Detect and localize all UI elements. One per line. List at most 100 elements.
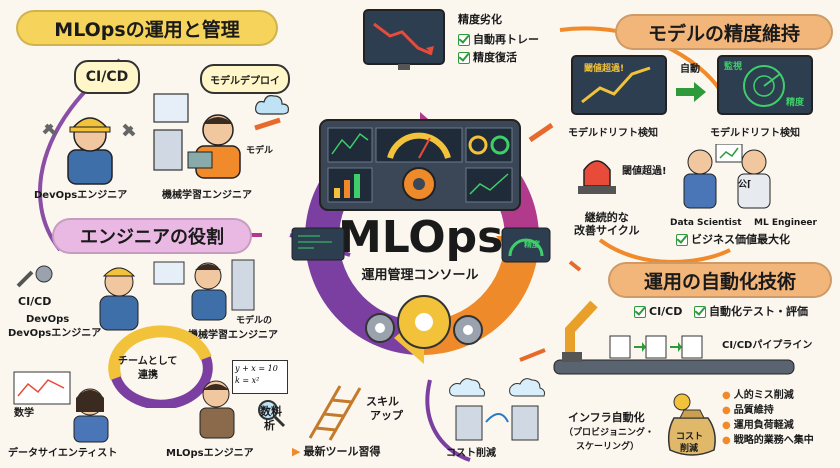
- bullet-icon: ●: [722, 390, 731, 401]
- label-devops-engineer: DevOpsエンジニア: [34, 190, 128, 201]
- ml-engineer-figure-2: [153, 259, 255, 321]
- benefit-item: ●運用負荷軽減: [722, 418, 814, 433]
- benefit-text: 戦略的業務へ集中: [733, 435, 814, 446]
- infra-1: インフラ自動化: [568, 411, 645, 424]
- center-subtitle: 運用管理コンソール: [361, 268, 479, 283]
- magnifier-icon: [258, 400, 286, 428]
- bullet-icon: ●: [722, 405, 731, 416]
- label-auto: 自動: [680, 64, 700, 75]
- bubble-cicd: CI/CD: [74, 60, 140, 94]
- auto-test-text: 自動化テスト・評価: [709, 305, 808, 318]
- alert-text: 閾値超過!: [584, 64, 625, 74]
- infra-servers: [449, 378, 545, 441]
- ml-engineer-figure: [153, 93, 241, 179]
- check-biz: ビジネス価値最大化: [676, 233, 790, 247]
- money-bag-icon: [667, 393, 716, 456]
- degradation-monitor-icon: [363, 9, 445, 70]
- drift-monitor-1: [571, 55, 667, 115]
- auto-cicd-text: CI/CD: [649, 305, 683, 318]
- auto-check-test: 自動化テスト・評価: [694, 305, 808, 319]
- roles-devops-2: DevOpsエンジニア: [8, 328, 102, 339]
- roles-numerical-2: 析: [264, 419, 275, 432]
- label-degradation: 精度劣化: [458, 13, 502, 26]
- bullet-icon: ●: [722, 435, 731, 446]
- pipeline-label: CI/CDパイプライン: [722, 340, 813, 351]
- banner-model: モデルの精度維持: [615, 14, 833, 50]
- label-drift-1: モデルドリフト検知: [568, 128, 658, 139]
- check-icon: [634, 306, 646, 319]
- center-title: MLOps: [338, 212, 504, 263]
- check-recovery-text: 精度復活: [473, 51, 517, 64]
- check-icon: [676, 234, 688, 247]
- label-drift-2: モデルドリフト検知: [710, 128, 800, 139]
- devops-figure-2: [99, 267, 139, 331]
- siren-text: 閾値超過!: [622, 166, 667, 177]
- banner-roles: エンジニアの役割: [52, 218, 252, 254]
- label-ml-engineer: 機械学習エンジニア: [162, 190, 252, 201]
- skill-1: スキル: [366, 395, 399, 408]
- auto-check-cicd: CI/CD: [634, 305, 683, 319]
- roles-ml-engineer: 機械学習エンジニア: [188, 330, 278, 341]
- benefit-text: 人的ミス削減: [733, 390, 794, 401]
- monitor-tag-watch: 監視: [724, 62, 743, 72]
- cloud-icon: [255, 95, 289, 115]
- formula-box: y + x = 10 k = x²: [232, 360, 288, 394]
- label-kaizen-1: 継続的な 改善サイクル: [574, 211, 640, 237]
- gauge-icon: [501, 227, 551, 263]
- ladder-icon: [308, 385, 362, 441]
- pipeline-conveyor: [553, 300, 795, 375]
- roles-devops-1: DevOps: [26, 314, 70, 325]
- label-ml-engineer-en: ML Engineer: [754, 218, 817, 228]
- bag-text-2: 削減: [680, 444, 699, 454]
- team-text-2: 連携: [138, 370, 158, 381]
- benefit-text: 運用負荷軽減: [733, 420, 794, 431]
- benefits-list: ●人的ミス削減 ●品質維持 ●運用負荷軽減 ●戦略的業務へ集中: [722, 388, 814, 448]
- wrench-gear-icon: [16, 265, 53, 288]
- monitor-tag-accuracy: 精度: [786, 98, 805, 108]
- siren-icon: [578, 160, 616, 194]
- infra-3: スケーリング）: [576, 442, 640, 452]
- mlops-engineer-figure: [199, 380, 235, 439]
- team-cycle: [108, 325, 213, 408]
- roles-math: 数学: [14, 408, 34, 419]
- roles-model-label: モデルの: [236, 316, 273, 326]
- bullet-icon: ●: [722, 420, 731, 431]
- benefit-text: 品質維持: [733, 405, 774, 416]
- drift-monitor-2: [717, 55, 813, 115]
- benefit-item: ●品質維持: [722, 403, 814, 418]
- roles-data-scientist: データサイエンティスト: [8, 448, 118, 459]
- roles-numerical-1: 数料: [260, 405, 282, 418]
- terminal-icon: [291, 227, 345, 261]
- benefit-item: ●戦略的業務へ集中: [722, 433, 814, 448]
- cost-reduction: コスト削減: [446, 448, 496, 459]
- banner-auto: 運用の自動化技術: [608, 262, 832, 298]
- check-icon: [694, 306, 706, 319]
- skill-latest-text: 最新ツール習得: [303, 445, 381, 458]
- check-icon: [458, 34, 470, 47]
- team-text-1: チームとして: [118, 356, 178, 367]
- math-chart-icon: [13, 371, 71, 405]
- gauge-tag: 精度: [524, 240, 540, 249]
- data-scientist-figure: [73, 388, 109, 443]
- bullet-arrow-icon: ▶: [292, 445, 301, 458]
- formula-1: y + x = 10: [235, 364, 278, 373]
- label-pub: 公⌈: [738, 180, 752, 190]
- console-panel: [319, 119, 521, 211]
- benefit-item: ●人的ミス削減: [722, 388, 814, 403]
- arrow-right-icon: [676, 82, 706, 102]
- roles-cicd: CI/CD: [18, 295, 52, 308]
- bag-text-1: コスト: [676, 432, 704, 442]
- label-model: モデル: [246, 146, 274, 156]
- kaizen-text: 継続的な 改善サイクル: [574, 211, 640, 237]
- check-recovery: 精度復活: [458, 51, 517, 65]
- devops-engineer-figure: [42, 117, 136, 185]
- roles-mlops-engineer: MLOpsエンジニア: [166, 448, 254, 459]
- skill-2: アップ: [370, 409, 403, 422]
- label-data-scientist: Data Scientist: [670, 218, 742, 228]
- biz-text: ビジネス価値最大化: [691, 233, 790, 246]
- banner-ops: MLOpsの運用と管理: [16, 10, 278, 46]
- handshake-figures: [683, 144, 771, 209]
- bubble-deploy: モデルデプロイ: [200, 64, 290, 94]
- skill-latest: ▶ 最新ツール習得: [292, 445, 381, 459]
